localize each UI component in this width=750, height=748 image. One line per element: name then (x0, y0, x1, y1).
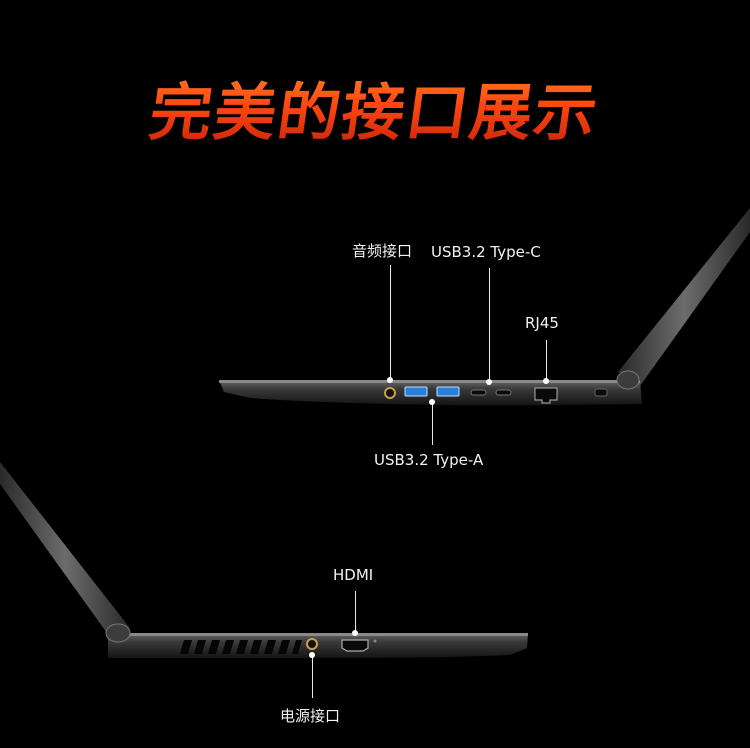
hinge-right (616, 370, 640, 390)
audio-jack (384, 387, 396, 399)
usb-c-port-1 (470, 389, 487, 396)
power-callout-dot (309, 652, 315, 658)
usb-c-port-label: USB3.2 Type-C (431, 243, 541, 261)
hdmi-port-label: HDMI (333, 566, 374, 584)
hinge-left (105, 623, 131, 643)
usb-c-callout-line (488, 268, 490, 382)
rj45-callout-dot (543, 378, 549, 384)
rj45-port-label: RJ45 (525, 314, 559, 332)
usb-a-port-1 (404, 386, 428, 397)
audio-port-label: 音频接口 (352, 242, 413, 260)
audio-callout-dot (387, 377, 393, 383)
usb-a-port-label: USB3.2 Type-A (374, 451, 484, 469)
power-callout-line (311, 656, 313, 698)
indicator-led (373, 639, 377, 643)
laptop-left-side (0, 462, 528, 658)
chassis-left (108, 633, 528, 658)
lid-left (0, 462, 130, 640)
hdmi-port (341, 639, 369, 652)
hdmi-callout-line (354, 591, 356, 636)
rj45-callout-line (545, 340, 547, 384)
rj45-port (534, 387, 558, 404)
security-slot (594, 388, 608, 397)
power-jack (306, 638, 318, 650)
usb-c-callout-dot (486, 379, 492, 385)
laptop-right-side (219, 208, 750, 406)
hdmi-callout-dot (352, 630, 358, 636)
lid-right (618, 208, 750, 386)
chassis-edge (219, 380, 640, 383)
vent-grille (180, 640, 302, 654)
usb-a-port-2 (436, 386, 460, 397)
power-port-label: 电源接口 (280, 707, 341, 725)
usb-a-callout-dot (429, 399, 435, 405)
audio-callout-line (389, 265, 391, 380)
usb-a-callout-line (431, 403, 433, 445)
usb-c-port-2 (495, 389, 512, 396)
chassis-edge (108, 633, 528, 636)
